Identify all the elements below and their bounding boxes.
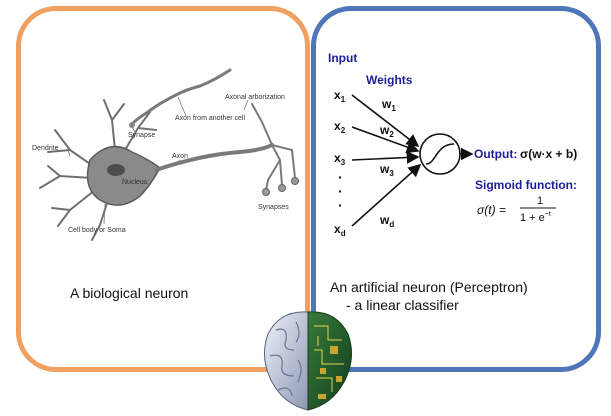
label-synapse: Synapse [128,132,155,139]
input-x1: x1 [334,88,346,104]
label-synapses: Synapses [258,204,289,211]
sigmoid-denominator: 1 + e−t [520,211,551,224]
nucleus-shape [107,164,125,176]
sigmoid-curve-icon [425,143,455,165]
neuron-node [419,133,461,175]
sigmoid-numerator: 1 [537,195,543,207]
artificial-neuron-panel [311,6,601,372]
output-label: Output: [474,147,517,161]
weight-wd: wd [379,213,394,229]
soma [86,145,161,206]
label-axonal-arborization: Axonal arborization [225,94,285,101]
biological-caption: A biological neuron [70,285,189,301]
brain-circuit-illustration [264,311,352,411]
leader-lines [67,96,249,225]
label-axon-from-another-cell: Axon from another cell [175,115,245,122]
dendrites [39,99,157,241]
arrow-x2 [351,126,420,154]
axon-from-another-cell-shape [130,68,232,126]
arrow-x3 [351,151,420,164]
weight-w2: w2 [379,123,394,139]
synapse-bulbs [262,177,299,196]
label-dendrite: Dendrite [32,145,59,152]
axon-shape [154,143,274,172]
weights-label: Weights [366,73,413,87]
label-nucleus: Nucleus [122,179,148,186]
label-cell-body: Cell body or Soma [68,227,126,234]
input-x2: x2 [334,119,346,135]
input-x3: x3 [334,151,346,167]
ellipsis-dot-2: · [338,183,343,199]
input-xd: xd [334,222,346,238]
label-axon: Axon [172,153,188,160]
output-formula: σ(w·x + b) [520,147,577,161]
weight-w3: w3 [379,162,394,178]
input-label: Input [328,51,357,65]
perceptron-caption: An artificial neuron (Perceptron) [330,279,528,295]
sigmoid-lhs: σ(t) = [477,203,506,217]
arrow-xd [351,163,422,227]
synapse-contact [129,122,135,128]
ellipsis-dot-1: · [338,169,343,185]
axon-terminals [251,103,296,191]
sigmoid-label: Sigmoid function: [475,178,577,192]
weight-w1: w1 [381,97,396,113]
biological-neuron-panel [16,6,310,372]
perceptron-subcaption: - a linear classifier [346,297,459,313]
ellipsis-dot-3: · [338,197,343,213]
arrow-x1 [351,94,420,147]
